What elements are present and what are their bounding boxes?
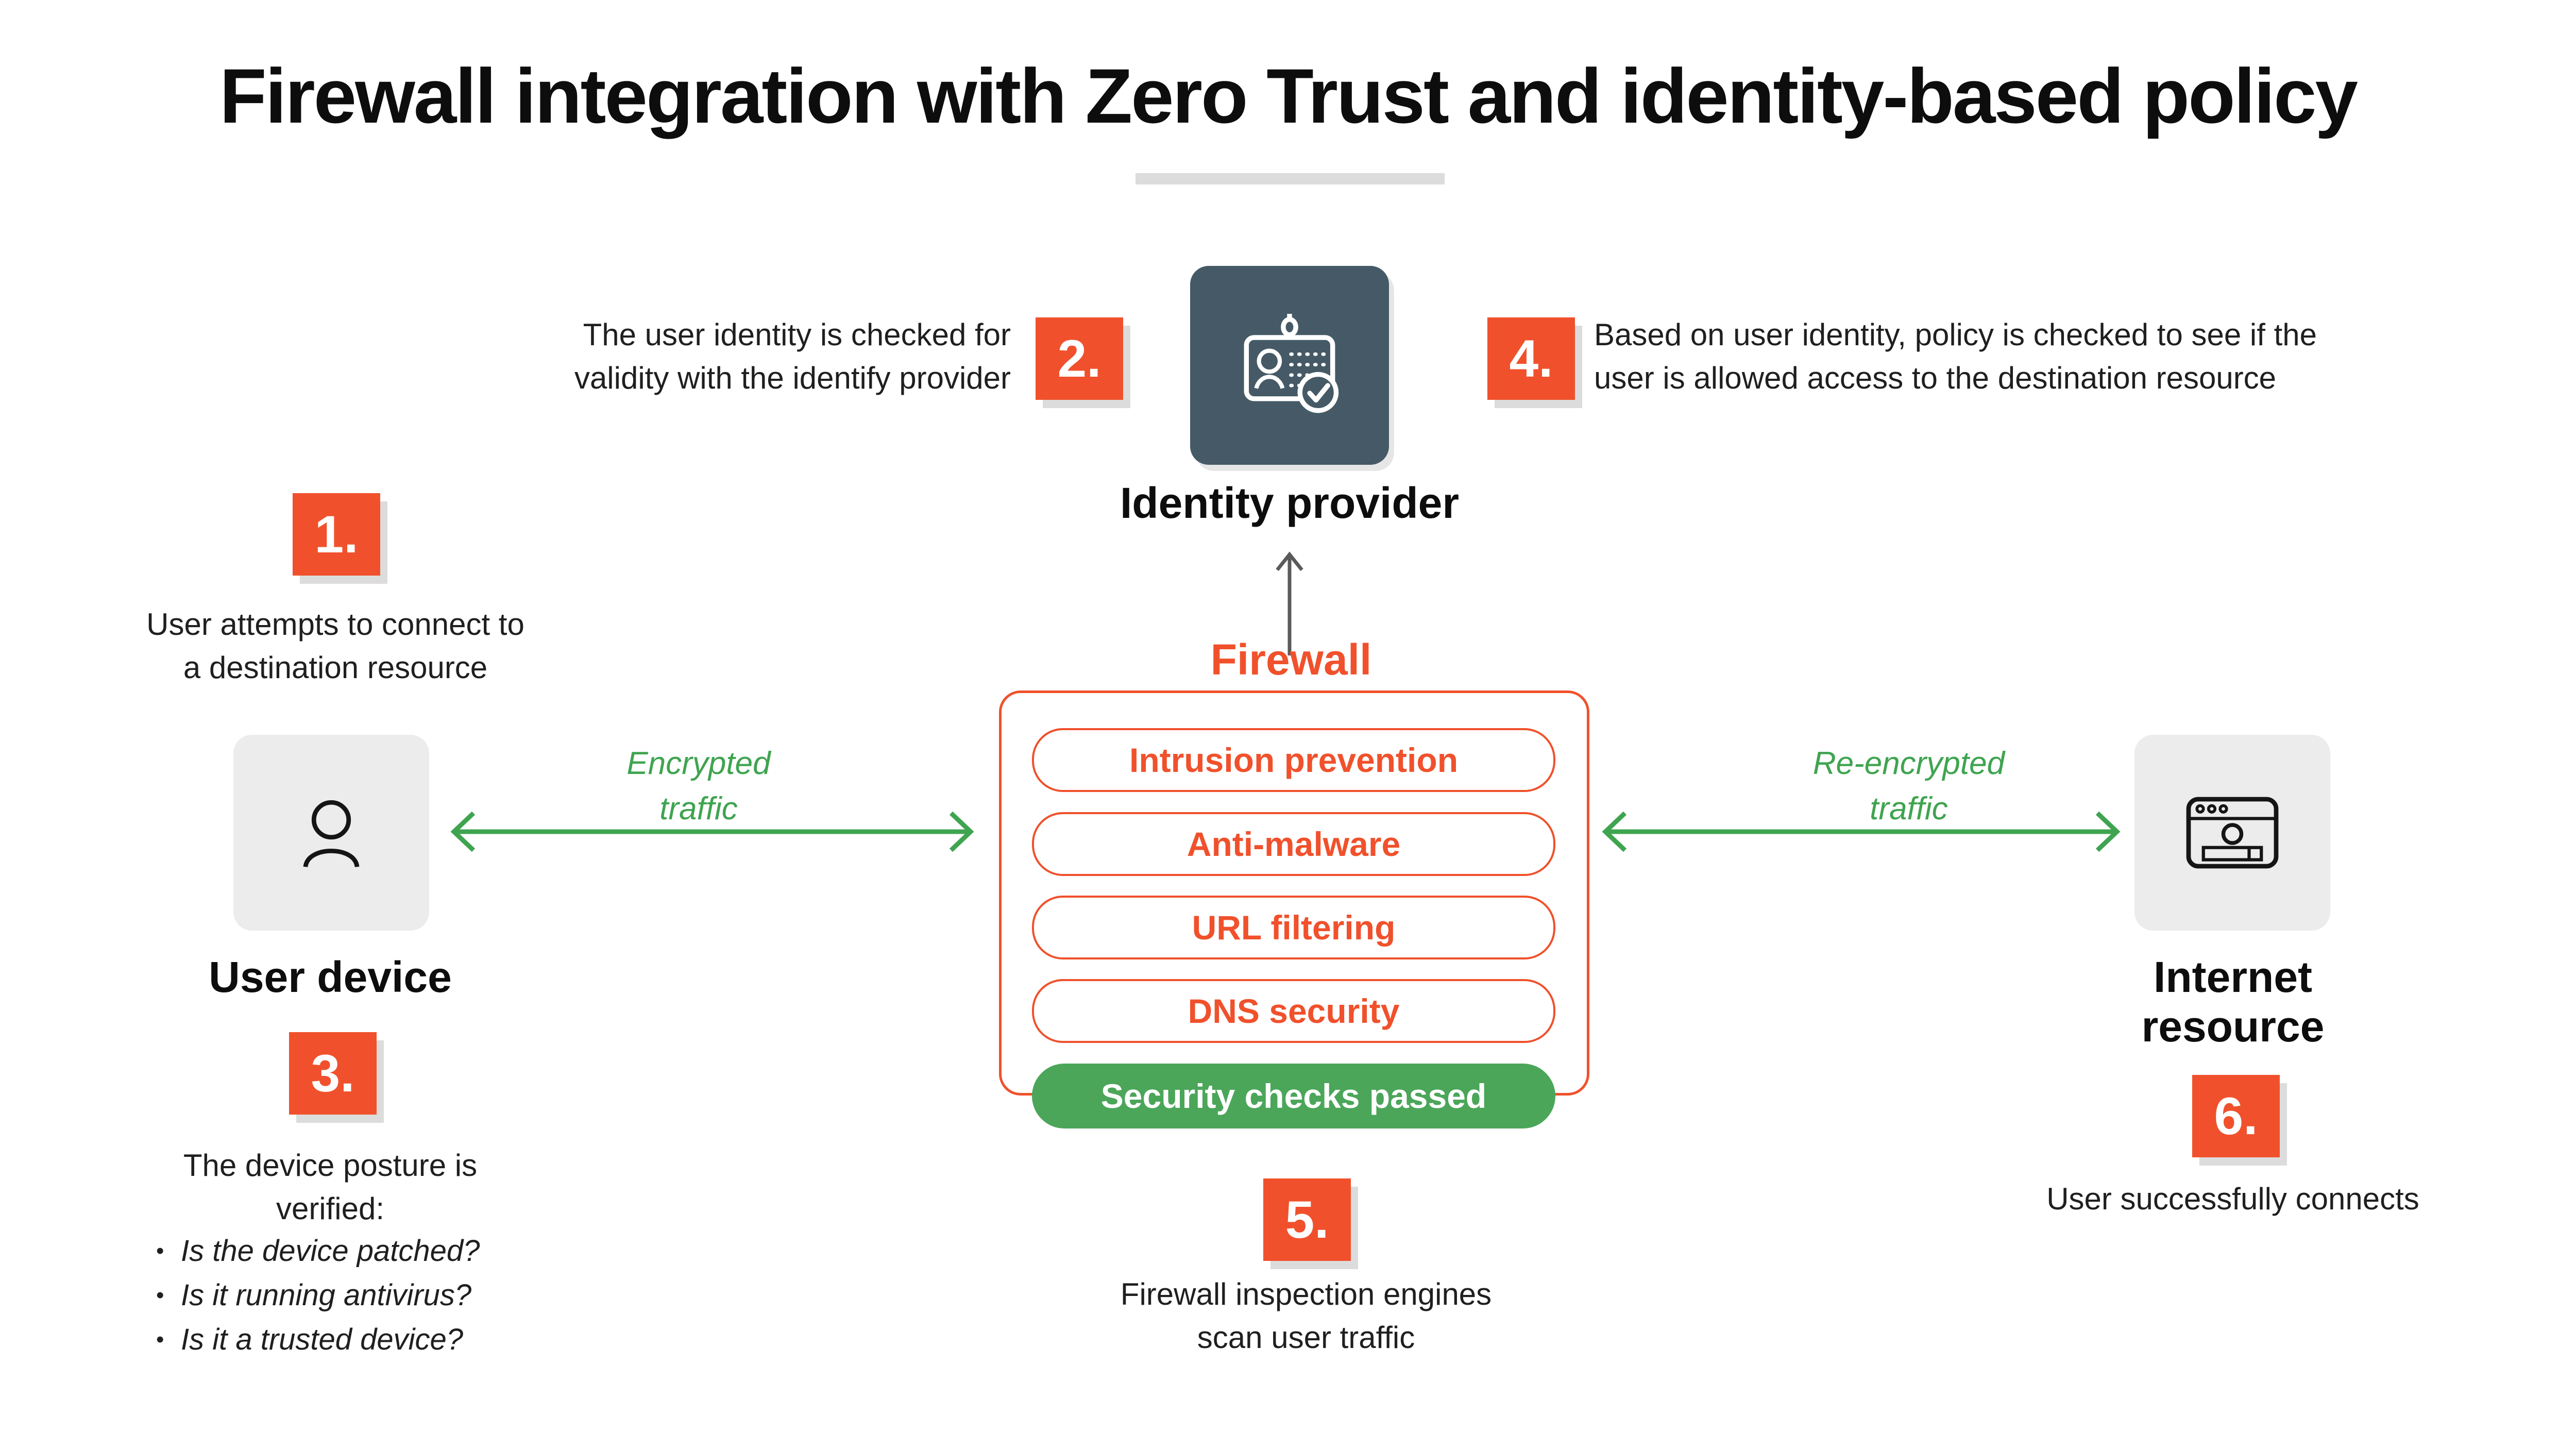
checklist-item: Is the device patched? [131,1229,672,1273]
identity-provider-node [1190,266,1389,465]
internet-resource-label: Internet resource [2141,953,2325,1051]
step4-description: Based on user identity, policy is checke… [1594,317,2317,395]
firewall-engine-pill: Anti-malware [1032,812,1555,876]
step2-description: The user identity is checked for validit… [574,317,1011,395]
step2-badge: 2. [1036,317,1123,400]
re-encrypted-traffic-arrow [1597,808,2125,855]
firewall-label: Firewall [1210,635,1372,684]
encrypted-traffic-label: Encrypted traffic [626,746,771,827]
internet-resource-node [2134,735,2330,931]
firewall-engine-pill: DNS security [1032,979,1555,1043]
firewall-engine-pill: URL filtering [1032,896,1555,959]
checklist-item: Is it running antivirus? [131,1273,672,1318]
person-icon [267,768,396,897]
identity-provider-label: Identity provider [1120,479,1460,527]
security-checks-passed-badge: Security checks passed [1032,1064,1555,1128]
checklist-item-text: Is the device patched? [181,1234,480,1268]
step5-number: 5. [1285,1190,1329,1249]
step3-badge: 3. [289,1032,377,1115]
status-label: Security checks passed [1100,1077,1487,1115]
step1-badge: 1. [293,493,380,576]
step6-badge: 6. [2192,1075,2280,1157]
engine-label: URL filtering [1192,908,1396,947]
engine-label: Intrusion prevention [1129,741,1459,779]
step1-number: 1. [314,504,359,564]
step4-badge: 4. [1487,317,1575,400]
firewall-to-idp-arrow [1272,547,1308,658]
checklist-item-text: Is it running antivirus? [181,1278,472,1312]
step2-number: 2. [1057,329,1101,388]
firewall-node: Intrusion prevention Anti-malware URL fi… [999,690,1589,1128]
step6-description: User successfully connects [2046,1182,2419,1216]
step3-number: 3. [311,1043,355,1103]
encrypted-traffic-arrow [446,808,979,855]
engine-label: DNS security [1188,992,1400,1030]
device-posture-checklist: Is the device patched? Is it running ant… [131,1229,672,1362]
step6-number: 6. [2214,1086,2258,1145]
re-encrypted-traffic-label: Re-encrypted traffic [1812,746,2005,827]
title-underline [1136,173,1445,184]
user-device-node [233,735,429,931]
step5-badge: 5. [1263,1178,1351,1261]
step1-description: User attempts to connect to a destinatio… [146,607,524,685]
checklist-item-text: Is it a trusted device? [181,1323,464,1356]
user-device-label: User device [209,953,452,1001]
engine-label: Anti-malware [1187,825,1401,863]
step5-description: Firewall inspection engines scan user tr… [1120,1277,1492,1355]
id-badge-check-icon [1220,296,1359,435]
checklist-item: Is it a trusted device? [131,1318,672,1362]
step4-number: 4. [1509,329,1553,388]
page-title: Firewall integration with Zero Trust and… [219,53,2358,139]
browser-window-icon [2168,768,2297,897]
firewall-engine-pill: Intrusion prevention [1032,728,1555,792]
step3-description: The device posture is verified: [183,1148,478,1226]
